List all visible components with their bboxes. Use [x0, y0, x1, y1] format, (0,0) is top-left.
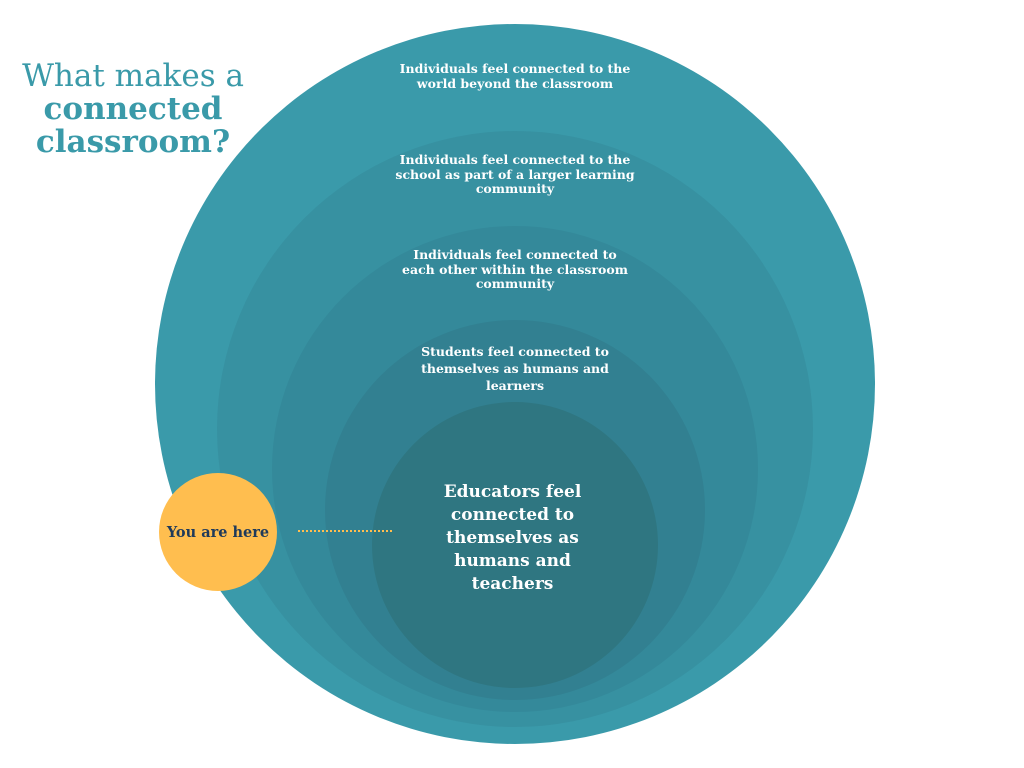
ring-educators: [372, 402, 658, 688]
you-are-here-marker: You are here: [159, 473, 277, 591]
ring-school-label: Individuals feel connected to the school…: [395, 152, 635, 196]
title-line-3: classroom?: [35, 124, 231, 160]
you-are-here-label: You are here: [166, 523, 270, 541]
title-line-1: What makes a: [22, 58, 244, 94]
marker-dotted-connector: [298, 530, 392, 532]
ring-students-label: Students feel connected to themselves as…: [421, 344, 609, 393]
ring-world-label: Individuals feel connected to the world …: [399, 61, 631, 91]
title-line-2: connected: [43, 91, 223, 127]
ring-classroom-community-label: Individuals feel connected to each other…: [402, 247, 628, 291]
ring-educators-label: Educators feel connected to themselves a…: [443, 482, 582, 594]
diagram-title: What makes a connected classroom?: [18, 60, 248, 159]
